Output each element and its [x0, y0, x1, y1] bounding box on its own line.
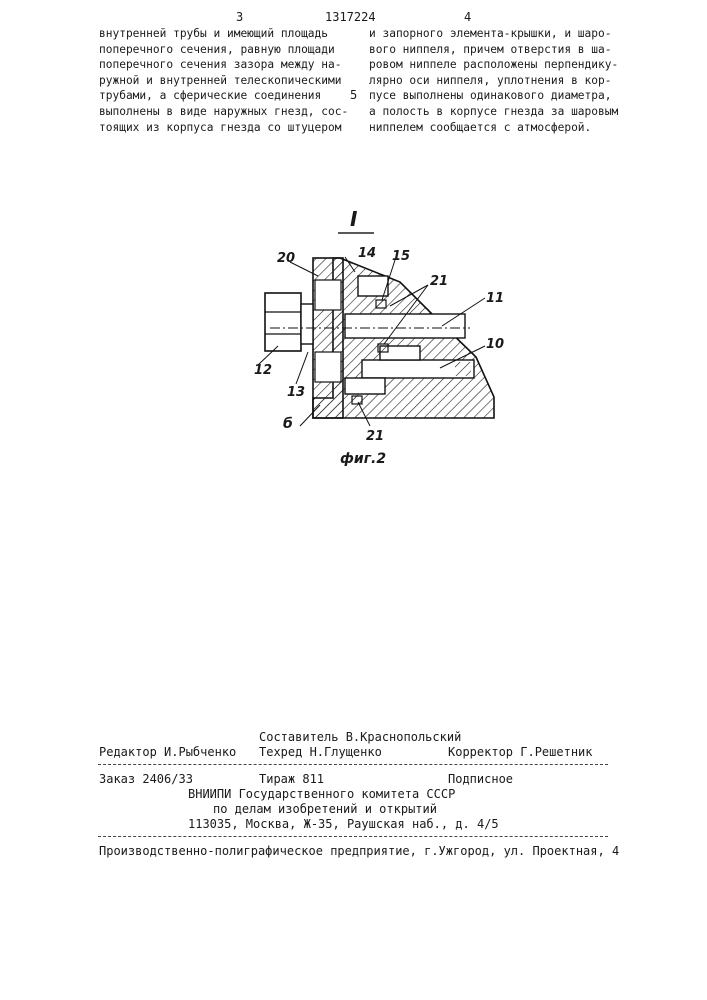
institute-line-2: по делам изобретений и открытий: [213, 802, 437, 816]
techred: Техред Н.Глущенко: [259, 745, 382, 759]
composer: Составитель В.Краснопольский: [259, 730, 461, 744]
section-label: I: [350, 207, 358, 231]
label-12: 12: [254, 363, 272, 378]
seal-15: [376, 300, 386, 308]
divider: [98, 836, 608, 837]
label-21: 21: [430, 274, 448, 289]
label-15: 15: [392, 249, 410, 264]
printer: Производственно-полиграфическое предприя…: [99, 844, 619, 858]
institute-line-1: ВНИИПИ Государственного комитета СССР: [188, 787, 455, 801]
label-14: 14: [358, 246, 376, 261]
label-13: 13: [287, 385, 305, 400]
label-b: б: [283, 416, 293, 432]
figure-caption: фиг.2: [340, 451, 386, 467]
seal-21: [378, 344, 388, 352]
divider: [98, 764, 608, 765]
circulation: Тираж 811: [259, 772, 324, 786]
subscription: Подписное: [448, 772, 513, 786]
editor: Редактор И.Рыбченко: [99, 745, 236, 759]
label-11: 11: [486, 291, 504, 306]
corrector: Корректор Г.Решетник: [448, 745, 593, 759]
channel-11: [345, 314, 465, 338]
seal-21-bottom: [352, 396, 362, 404]
institute-address: 113035, Москва, Ж-35, Раушская наб., д. …: [188, 817, 499, 831]
order-number: Заказ 2406/33: [99, 772, 193, 786]
label-10: 10: [486, 337, 504, 352]
washer-13: [301, 304, 313, 344]
label-21-bottom: 21: [366, 429, 384, 444]
bolt-head-12: [265, 293, 301, 351]
label-20: 20: [277, 251, 295, 266]
